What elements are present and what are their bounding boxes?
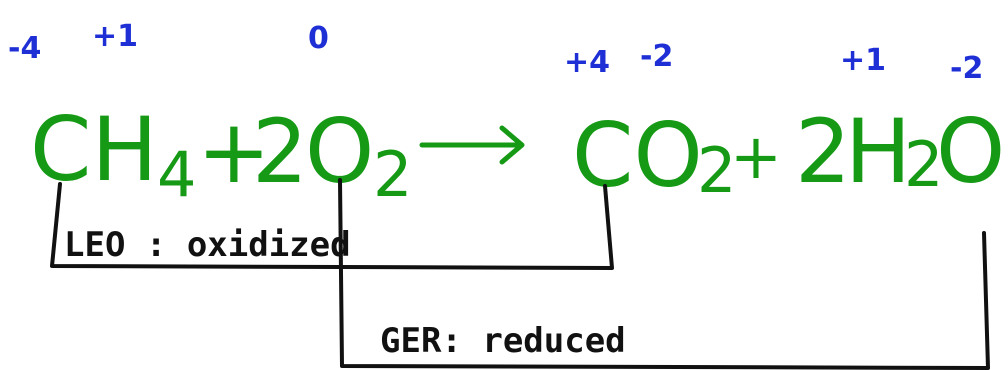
formula-ch4-subscript: 4	[157, 138, 196, 211]
coefficient-o2: 2	[252, 100, 308, 203]
ox-number-h-h2o: +1	[840, 43, 886, 78]
ox-number-o-h2o: -2	[950, 51, 983, 86]
chemical-equation: CH 4 + 2 O 2 CO 2 + 2 H 2 O	[30, 98, 1005, 211]
formula-h: H	[845, 100, 911, 203]
formula-o-water: O	[936, 100, 1005, 203]
leo-oxidized-label: LEO : oxidized	[64, 225, 351, 265]
ox-number-c-ch4: -4	[8, 31, 41, 66]
oxidation-bracket	[50, 182, 614, 270]
ox-number-c-co2: +4	[564, 45, 610, 80]
ox-number-o-co2: -2	[640, 39, 673, 74]
coefficient-h2o: 2	[795, 100, 851, 203]
reduction-bracket	[338, 178, 990, 370]
formula-ch: CH	[30, 98, 158, 201]
formula-o2-subscript: 2	[373, 138, 412, 211]
plus-sign-2: +	[730, 120, 782, 193]
plus-sign-1: +	[197, 100, 271, 203]
formula-h2o-subscript: 2	[904, 128, 943, 201]
reaction-arrow-icon	[419, 125, 525, 165]
ox-number-o-o2: 0	[308, 21, 329, 56]
ger-reduced-label: GER: reduced	[380, 321, 626, 361]
ox-number-h-ch4: +1	[92, 19, 138, 54]
formula-co2-subscript: 2	[697, 134, 736, 207]
formula-co: CO	[572, 104, 703, 207]
